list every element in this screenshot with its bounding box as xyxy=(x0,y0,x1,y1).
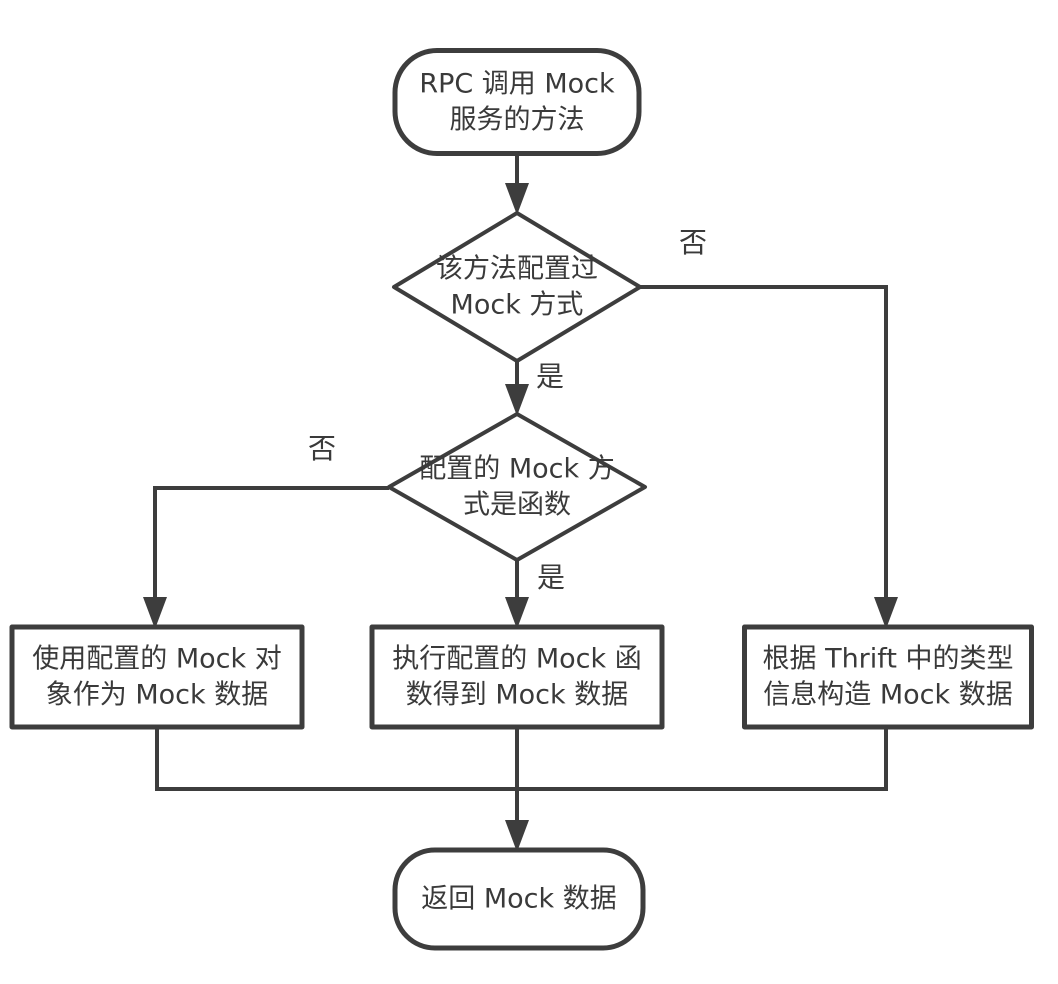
edge-decision2-no-arrowhead-icon xyxy=(143,597,167,629)
node-process-use-mock-object-label: 使用配置的 Mock 对 xyxy=(32,644,281,675)
node-start-terminal-label: RPC 调用 Mock xyxy=(419,69,615,100)
node-decision-mock-configured: 该方法配置过 Mock 方式 xyxy=(392,211,642,363)
node-process-exec-mock-function-label: 数得到 Mock 数据 xyxy=(406,680,628,711)
node-decision-mock-is-function-label: 式是函数 xyxy=(463,490,571,521)
node-process-use-mock-object-label: 象作为 Mock 数据 xyxy=(46,680,268,711)
node-start-terminal-label: 服务的方法 xyxy=(450,105,585,136)
node-end-terminal-label: 返回 Mock 数据 xyxy=(421,884,616,915)
edge-left-merge-line xyxy=(155,727,519,791)
edge-decision2-yes-label: 是 xyxy=(537,561,565,594)
node-process-build-from-thrift-label: 根据 Thrift 中的类型 xyxy=(763,644,1014,675)
node-decision-mock-configured-label: 该方法配置过 xyxy=(436,254,598,285)
node-end-terminal-shape xyxy=(392,847,646,951)
edge-decision1-no-line xyxy=(640,285,888,597)
edge-decision1-yes-label: 是 xyxy=(536,360,564,393)
edge-decision1-no xyxy=(640,285,898,629)
edge-decision1-yes-arrowhead-icon xyxy=(505,384,529,416)
edge-right-merge xyxy=(519,727,888,791)
edge-decision2-no-label: 否 xyxy=(308,432,336,465)
edge-right-merge-line xyxy=(519,727,888,791)
edge-decision2-yes-arrowhead-icon xyxy=(505,597,529,629)
node-start-terminal: RPC 调用 Mock 服务的方法 xyxy=(392,48,642,156)
edge-decision1-no-arrowhead-icon xyxy=(874,597,898,629)
node-process-exec-mock-function-shape xyxy=(369,624,665,730)
node-decision-mock-configured-shape xyxy=(392,211,642,363)
node-decision-mock-configured-label: Mock 方式 xyxy=(451,290,584,321)
node-decision-mock-is-function-shape xyxy=(387,412,647,562)
node-process-exec-mock-function-label: 执行配置的 Mock 函 xyxy=(392,644,641,675)
node-start-terminal-shape xyxy=(392,48,642,156)
edge-decision1-no-label: 否 xyxy=(679,226,707,259)
node-process-build-from-thrift-label: 信息构造 Mock 数据 xyxy=(763,680,1012,711)
edge-decision2-no-line xyxy=(153,486,389,597)
edge-left-merge xyxy=(155,727,519,791)
node-decision-mock-is-function-label: 配置的 Mock 方 xyxy=(419,454,614,485)
edge-middle-to-end xyxy=(505,727,529,852)
edge-decision2-yes xyxy=(505,560,529,629)
edge-decision1-yes xyxy=(505,361,529,416)
edges-layer xyxy=(143,152,898,852)
edge-middle-to-end-arrowhead-icon xyxy=(505,820,529,852)
node-process-build-from-thrift-shape xyxy=(742,624,1034,730)
edge-start-to-decision1 xyxy=(505,152,529,215)
edge-start-to-decision1-arrowhead-icon xyxy=(505,183,529,215)
node-end-terminal: 返回 Mock 数据 xyxy=(392,847,646,951)
node-process-use-mock-object-shape xyxy=(9,624,305,730)
edge-decision2-no xyxy=(143,486,389,629)
